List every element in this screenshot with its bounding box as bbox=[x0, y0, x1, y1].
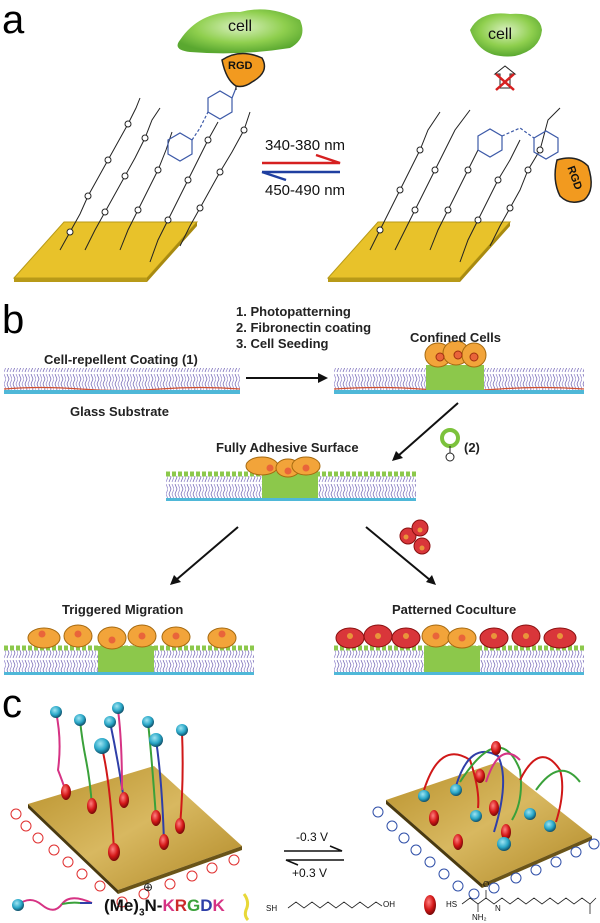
peptide-residue-4: D bbox=[200, 896, 213, 915]
panel-c-legend-peptide-label: (Me)3N-KRGDK bbox=[104, 896, 225, 919]
panel-c-left-peptides bbox=[55, 709, 184, 851]
panel-b-red-cells-icon bbox=[399, 519, 431, 555]
panel-b-coculture-label: Patterned Coculture bbox=[392, 602, 517, 617]
panel-c-left-plate bbox=[28, 766, 242, 894]
panel-b-coculture-arrow bbox=[365, 526, 436, 585]
panel-c-linker-n: N bbox=[495, 904, 501, 913]
panel-b-adhesive-label: Fully Adhesive Surface bbox=[216, 440, 359, 455]
panel-b-migration-surface bbox=[4, 624, 254, 675]
panel-b-substrate-label: Glass Substrate bbox=[70, 404, 169, 419]
peptide-sub: 3 bbox=[138, 907, 145, 919]
panel-c-negative-charges bbox=[372, 806, 600, 900]
peptide-residue-2: R bbox=[174, 896, 188, 915]
panel-b-migration-arrow bbox=[170, 526, 239, 585]
panel-b-step-2: 2. Fibronectin coating bbox=[236, 320, 372, 335]
panel-a-left-cell bbox=[177, 9, 303, 90]
panel-a-right-chains bbox=[369, 107, 561, 263]
panel-c-legend-linker-icon bbox=[424, 890, 597, 915]
panel-c-right-balls bbox=[418, 784, 556, 851]
panel-b-step-arrow bbox=[246, 373, 328, 383]
panel-b-confined-surface bbox=[333, 340, 585, 394]
panel-c-positive-charges bbox=[10, 808, 240, 908]
peptide-prefix: (Me) bbox=[104, 896, 139, 915]
panel-c-linker-hs: HS bbox=[446, 900, 458, 909]
panel-b-adhesive-surface bbox=[166, 456, 416, 501]
panel-a-forward-wavelength: 340-380 nm bbox=[265, 137, 346, 154]
panel-c-forward-voltage: -0.3 V bbox=[296, 830, 329, 844]
panel-c-peptide-charge: ⊕ bbox=[143, 880, 154, 894]
panel-b-step-1: 1. Photopatterning bbox=[236, 304, 351, 319]
panel-a-left-chains bbox=[59, 97, 251, 263]
panel-c-reverse-voltage: +0.3 V bbox=[292, 866, 328, 880]
panel-b-start-surface bbox=[3, 368, 241, 394]
panel-b-reagent-label: (2) bbox=[464, 440, 480, 455]
panel-b-step-3: 3. Cell Seeding bbox=[236, 336, 329, 351]
panel-b-coculture-surface bbox=[334, 624, 584, 675]
panel-c-right-arches bbox=[423, 746, 581, 833]
panel-c-linker-nh2: NH₂ bbox=[472, 913, 487, 922]
panel-b-label: b bbox=[2, 298, 25, 342]
panel-c-right-anchors bbox=[429, 741, 511, 850]
panel-a-right-surface bbox=[326, 221, 512, 282]
peptide-residue-1: K bbox=[162, 896, 175, 915]
panel-c-legend-peptide-icon bbox=[12, 897, 93, 911]
panel-c-right-plate bbox=[386, 762, 592, 888]
panel-c-oeg-oh: OH bbox=[383, 900, 395, 909]
panel-b-adhesive-arrow bbox=[392, 402, 459, 461]
peptide-residue-5: K bbox=[212, 896, 225, 915]
panel-a-left-azobenzene bbox=[167, 87, 237, 162]
panel-a-equilibrium-arrows bbox=[261, 153, 341, 182]
panel-a-left-cell-label: cell bbox=[228, 18, 253, 35]
panel-b-start-label: Cell-repellent Coating (1) bbox=[44, 352, 198, 367]
panel-c-left-balls bbox=[50, 702, 188, 754]
panel-c-legend-oeg-icon bbox=[242, 893, 383, 922]
panel-a-right-cell bbox=[470, 13, 592, 203]
panel-a-label: a bbox=[2, 0, 25, 42]
panel-b-confined-label: Confined Cells bbox=[410, 330, 502, 345]
panel-c-oeg-sh: SH bbox=[266, 904, 278, 913]
panel-b-migration-label: Triggered Migration bbox=[62, 602, 184, 617]
panel-c-voltage-arrows bbox=[284, 845, 344, 866]
panel-a-reverse-wavelength: 450-490 nm bbox=[265, 182, 346, 199]
peptide-residue-3: G bbox=[187, 896, 201, 915]
panel-a-left-rgd-label: RGD bbox=[228, 60, 253, 72]
panel-a-right-azobenzene bbox=[477, 127, 559, 160]
panel-a-right-cell-label: cell bbox=[488, 26, 513, 43]
panel-c-left-anchors bbox=[61, 784, 185, 861]
peptide-n: N bbox=[144, 896, 157, 915]
panel-b-reagent-2-icon bbox=[440, 428, 460, 462]
panel-c-linker-o: O bbox=[483, 880, 490, 889]
panel-c-label: c bbox=[2, 682, 22, 726]
